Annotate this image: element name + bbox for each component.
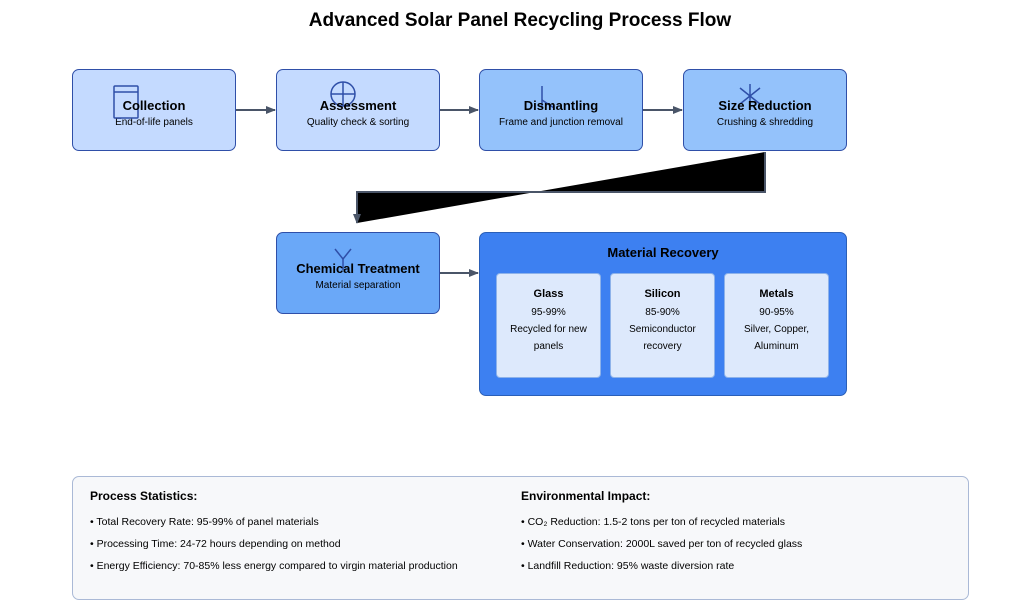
step-subtitle: Crushing & shredding [716, 117, 814, 128]
step-dismantling: Dismantling Frame and junction removal [479, 69, 643, 151]
arrow-size-reduction-chemical [353, 152, 766, 224]
step-assessment: Assessment Quality check & sorting [276, 69, 440, 151]
step-subtitle: Frame and junction removal [499, 117, 623, 128]
material-rate: 85-90% [645, 307, 680, 318]
material-description: Recycled for new panels [510, 324, 587, 352]
statistics-panel: Process Statistics: • Total Recovery Rat… [72, 476, 969, 600]
material-card-silicon: Silicon 85-90% Semiconductor recovery [610, 273, 715, 378]
material-description: Semiconductor recovery [629, 324, 696, 352]
material-description: Silver, Copper, Aluminum [743, 324, 810, 352]
environmental-impact-column: Environmental Impact: • CO₂ Reduction: 1… [521, 489, 802, 582]
diagram-title: Advanced Solar Panel Recycling Process F… [308, 10, 732, 31]
process-statistics-title: Process Statistics: [90, 489, 198, 503]
step-title: Assessment [319, 98, 397, 113]
process-stat-item: • Processing Time: 24-72 hours depending… [90, 538, 341, 550]
step-collection: Collection End-of-life panels [72, 69, 236, 151]
asterisk-crusher-icon [739, 84, 761, 108]
environmental-stat-item: • Landfill Reduction: 95% waste diversio… [521, 560, 735, 572]
step-title: Collection [122, 98, 186, 113]
tool-icon [541, 86, 555, 109]
material-name: Silicon [644, 288, 681, 300]
environmental-impact-title: Environmental Impact: [521, 489, 651, 503]
step-subtitle: End-of-life panels [115, 117, 193, 128]
crosshair-circle-icon [330, 81, 356, 107]
step-size-reduction: Size Reduction Crushing & shredding [683, 69, 847, 151]
material-rate: 90-95% [759, 307, 794, 318]
fork-icon [334, 248, 352, 270]
process-stat-item: • Total Recovery Rate: 95-99% of panel m… [90, 516, 319, 528]
step-chemical-treatment: Chemical Treatment Material separation [276, 232, 440, 314]
process-statistics-column: Process Statistics: • Total Recovery Rat… [90, 489, 458, 582]
step-subtitle: Material separation [315, 280, 401, 291]
material-name: Glass [533, 288, 564, 300]
step-title: Size Reduction [718, 98, 812, 113]
material-card-metals: Metals 90-95% Silver, Copper, Aluminum [724, 273, 829, 378]
step-title: Chemical Treatment [296, 261, 420, 276]
material-card-glass: Glass 95-99% Recycled for new panels [496, 273, 601, 378]
material-recovery-panel: Material Recovery Glass 95-99% Recycled … [479, 232, 847, 396]
material-recovery-title: Material Recovery [607, 245, 719, 260]
process-stat-item: • Energy Efficiency: 70-85% less energy … [90, 560, 458, 572]
material-name: Metals [759, 288, 794, 300]
step-title: Dismantling [523, 98, 599, 113]
environmental-stat-item: • Water Conservation: 2000L saved per to… [521, 538, 803, 550]
step-subtitle: Quality check & sorting [306, 117, 410, 128]
panel-icon [113, 85, 139, 119]
material-rate: 95-99% [531, 307, 566, 318]
environmental-stat-item: • CO₂ Reduction: 1.5-2 tons per ton of r… [521, 516, 785, 528]
